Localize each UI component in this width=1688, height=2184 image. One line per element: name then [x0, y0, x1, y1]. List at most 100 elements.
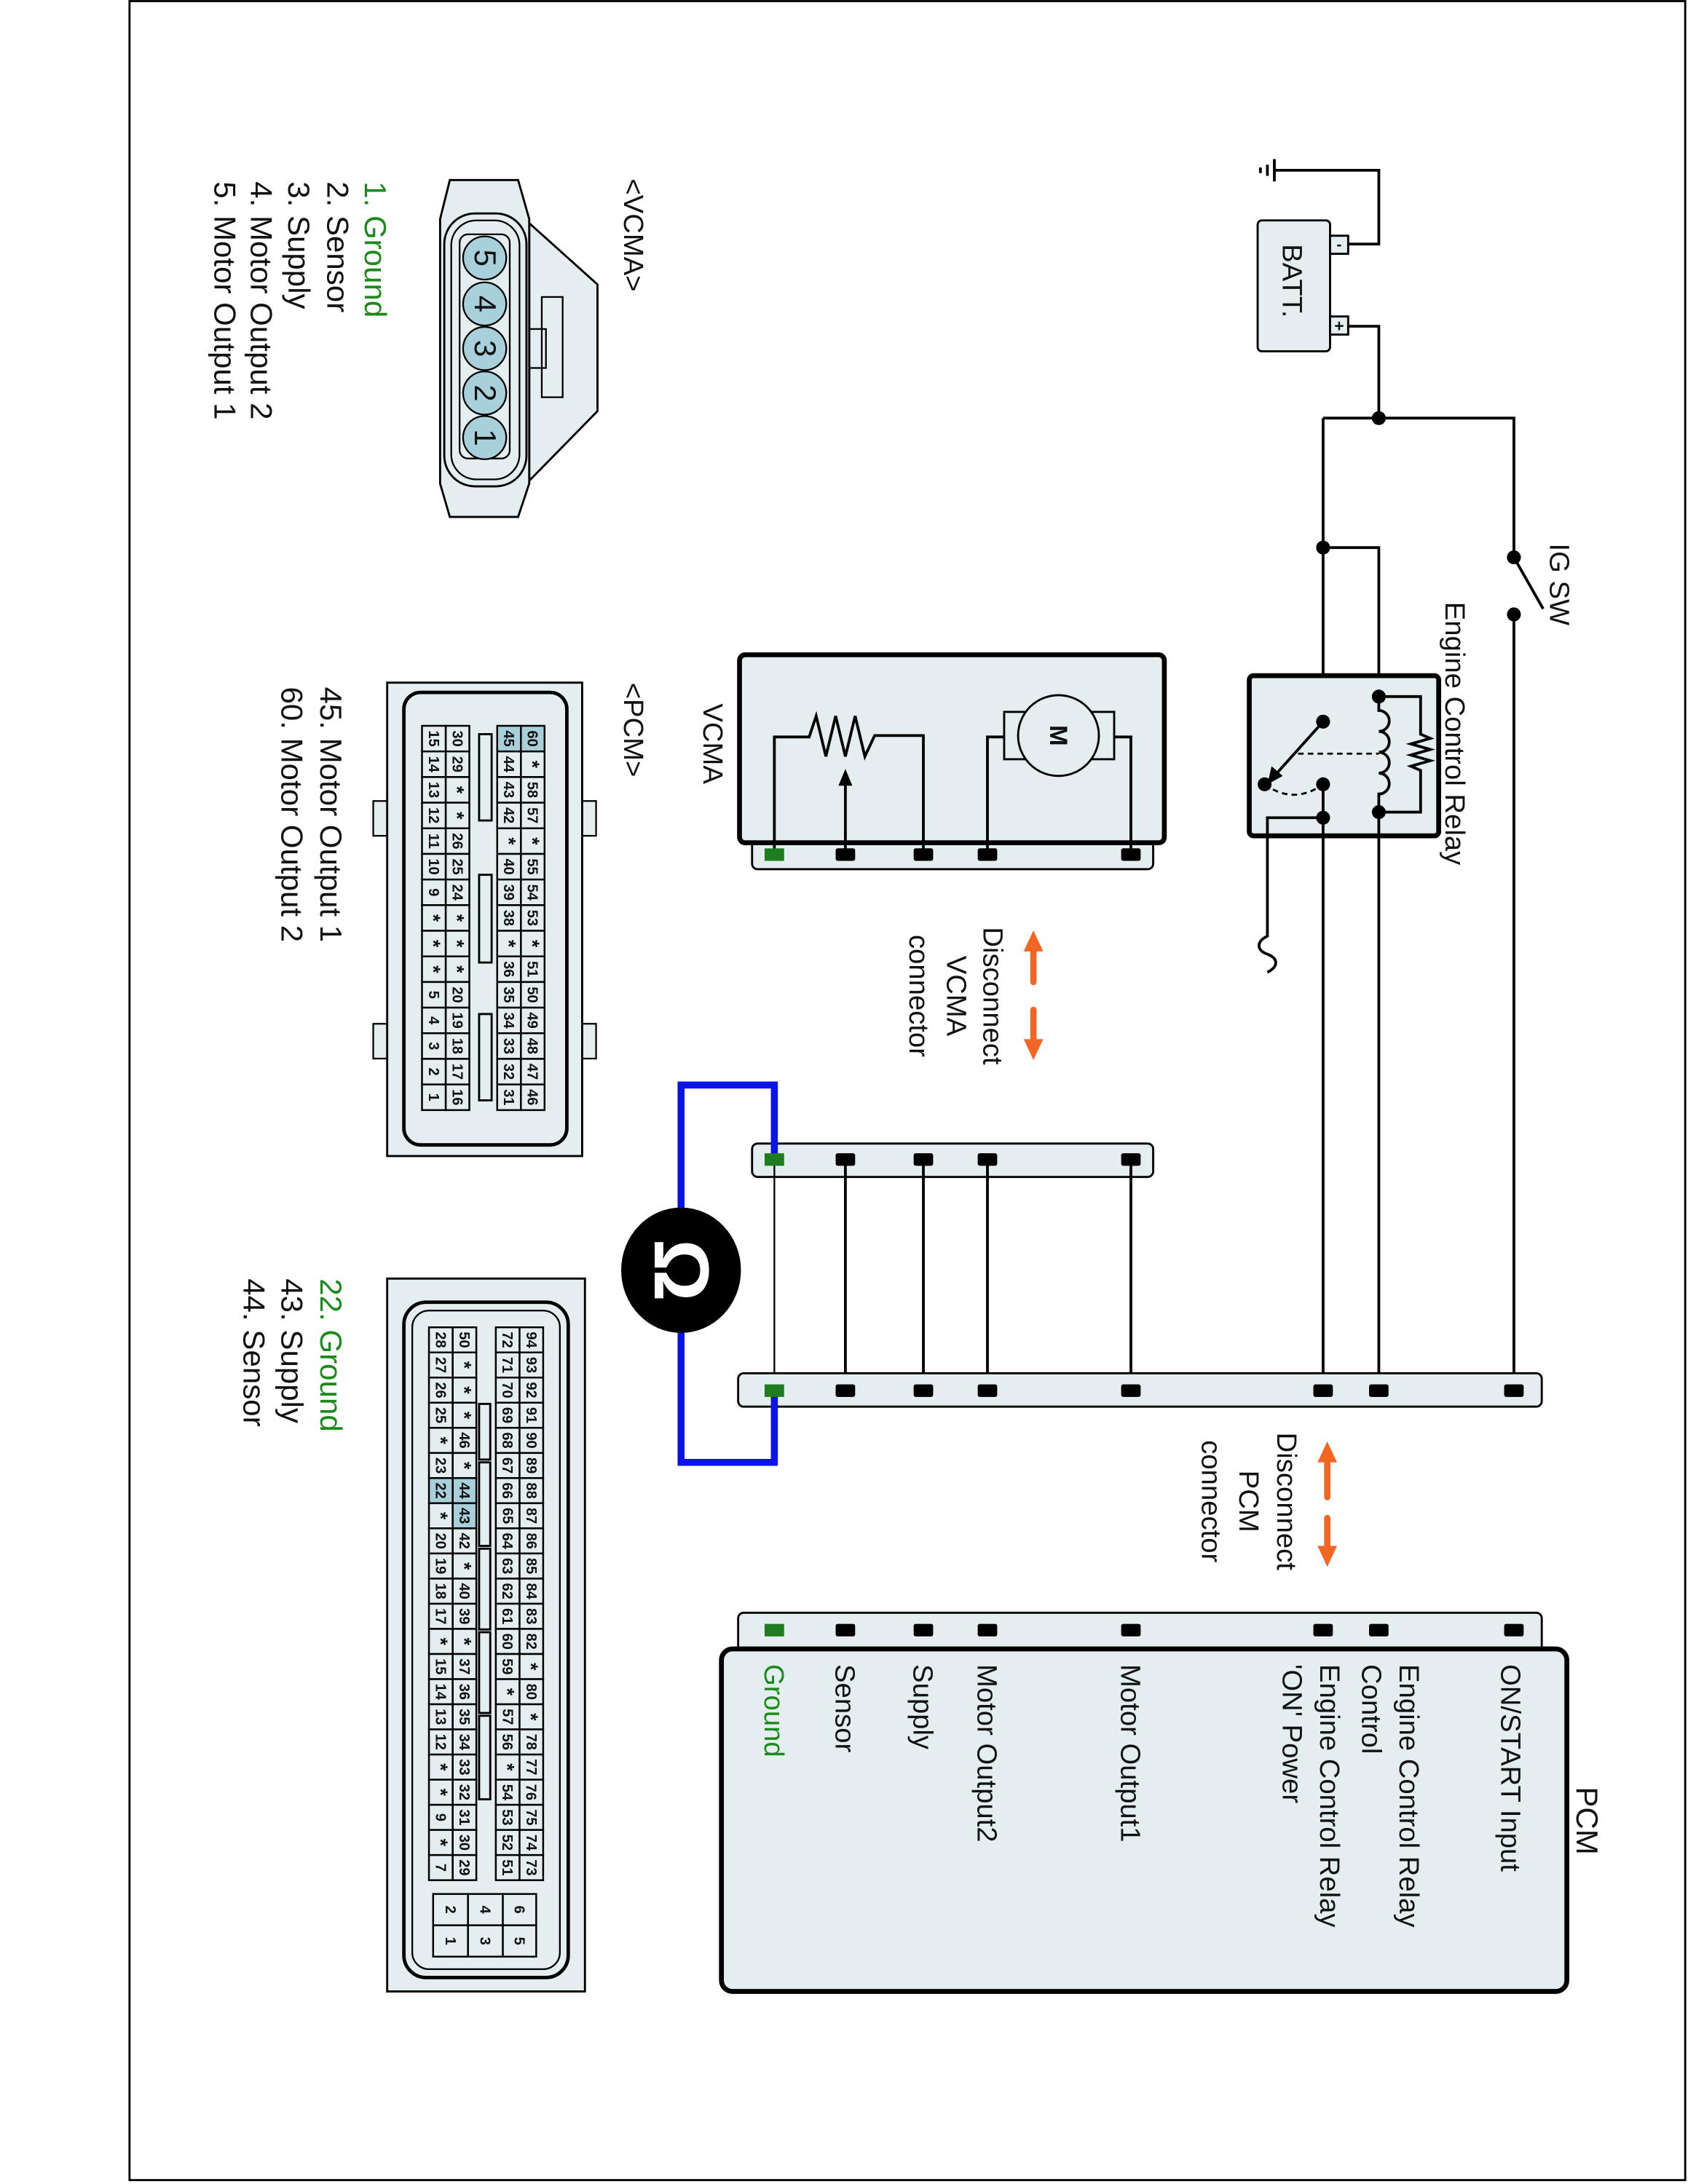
pin-cell: 78 — [518, 1728, 545, 1756]
pin-number: 3 — [425, 1042, 441, 1050]
pin-number: 19 — [449, 1013, 465, 1029]
pin-cell: 24 — [444, 878, 470, 906]
pin-cell: 31 — [496, 1083, 522, 1112]
pin-number: 33 — [456, 1759, 472, 1775]
relay-output-branch-wire — [1258, 816, 1323, 974]
page-frame — [128, 0, 1687, 2182]
pin-cell: 17 — [444, 1058, 470, 1085]
pin-number: * — [422, 940, 444, 948]
aux-pin-cell: 1 — [432, 1924, 469, 1958]
ig-switch-label: IG SW — [1544, 543, 1575, 625]
pin-number: * — [453, 1638, 475, 1646]
pin-number: * — [521, 837, 543, 845]
legend-item: 5. Motor Output 1 — [208, 181, 242, 419]
pin-number: 89 — [523, 1457, 539, 1473]
pin-number: 9 — [432, 1813, 448, 1821]
pin-cell: 43 — [496, 776, 522, 804]
pin-cell: * — [427, 1779, 454, 1806]
pin-number: 24 — [449, 885, 465, 901]
pin-number: 23 — [432, 1457, 448, 1473]
pin-number: 64 — [499, 1532, 515, 1549]
legend-item: 3. Supply — [282, 181, 316, 309]
pin-number: 73 — [523, 1859, 539, 1875]
disconnect-arrows-icon — [1023, 930, 1044, 1061]
pin-cell: 37 — [451, 1653, 478, 1680]
pin-number: 77 — [523, 1759, 539, 1775]
pin-cell: 35 — [451, 1703, 478, 1730]
relay-coil-feed-wire — [1322, 546, 1381, 697]
pin-number: 14 — [432, 1684, 448, 1701]
pin-cell: 33 — [496, 1032, 522, 1060]
pin-cell: 25 — [427, 1401, 454, 1429]
pin-number: 25 — [449, 858, 465, 874]
pin-cell: 29 — [451, 1853, 478, 1881]
pin-cell: 5 — [421, 981, 447, 1009]
pin-cell: 29 — [444, 750, 470, 778]
pin-cell: 39 — [451, 1602, 478, 1630]
pin-cell: 27 — [427, 1351, 454, 1379]
pin-cell: * — [444, 930, 470, 957]
pin-cell: 14 — [427, 1678, 454, 1706]
battery-label: BATT. — [1276, 244, 1307, 317]
pin-number: 74 — [523, 1835, 539, 1851]
pin-number: 16 — [449, 1089, 465, 1105]
pin-cell: * — [444, 955, 470, 984]
pin-cell: 51 — [520, 955, 546, 984]
pin-number: 91 — [523, 1407, 539, 1423]
pin-number: 82 — [523, 1634, 539, 1650]
pin-number: 28 — [432, 1332, 448, 1348]
pin-cell: 47 — [520, 1058, 546, 1085]
vcma-pin: 4 — [462, 281, 508, 327]
pin-number: 35 — [500, 986, 516, 1002]
pin-number: 26 — [449, 833, 465, 849]
pin-number: 92 — [523, 1382, 539, 1398]
pin-number: 49 — [524, 1013, 540, 1029]
vcma-pin-number: 5 — [468, 250, 502, 266]
pin-number: 94 — [523, 1332, 539, 1348]
supply-bus — [1322, 416, 1515, 558]
pin-number: 1 — [425, 1093, 441, 1101]
pin-cell: 4 — [421, 1006, 447, 1034]
pin-number: 39 — [456, 1608, 472, 1624]
pin-number: * — [446, 786, 468, 794]
pin-cell: 17 — [427, 1602, 454, 1630]
pin-cell: 1 — [421, 1083, 447, 1112]
pin-cell: * — [451, 1452, 478, 1479]
pin-number: * — [453, 1462, 475, 1470]
pcm-pin-relay-power: Engine Control Relay — [1314, 1664, 1345, 1928]
pin-cell: 36 — [451, 1678, 478, 1706]
pin-number: 52 — [499, 1835, 515, 1851]
pin-cell: 19 — [444, 1006, 470, 1034]
pin-cell: 56 — [494, 1728, 521, 1756]
aux-pin-cell: 2 — [432, 1893, 469, 1926]
pin-number: * — [430, 1638, 451, 1646]
pin-cell: 11 — [421, 827, 447, 855]
pin-cell: 80 — [518, 1678, 545, 1706]
pin-number: 60 — [499, 1634, 515, 1650]
pin-cell: * — [451, 1401, 478, 1429]
disconnect-vcma-text: VCMA — [941, 956, 972, 1037]
pin-number: 39 — [500, 885, 516, 901]
pin-cell: 90 — [518, 1427, 545, 1455]
aux-pin-cell: 3 — [467, 1924, 504, 1958]
pin-number: 58 — [524, 782, 540, 798]
ohmmeter-symbol: Ω — [638, 1239, 725, 1302]
pin-cell: 54 — [520, 878, 546, 906]
pin-number: 46 — [524, 1089, 540, 1105]
pin-number: 3 — [477, 1937, 493, 1945]
vcma-pin: 3 — [462, 325, 508, 371]
pin-cell: 36 — [496, 955, 522, 984]
pin-number: 50 — [524, 986, 540, 1002]
pin-number: * — [430, 1763, 451, 1771]
pin-cell: * — [427, 1829, 454, 1856]
ignition-switch — [1507, 550, 1545, 622]
pin-cell: 53 — [520, 904, 546, 932]
pin-cell: 68 — [494, 1427, 521, 1455]
pin-cell: 20 — [444, 981, 470, 1009]
pcm-pin-motor-output1: Motor Output1 — [1115, 1664, 1146, 1843]
pin-number: 30 — [449, 730, 465, 746]
pin-cell: * — [496, 827, 522, 855]
pin-cell: 12 — [421, 802, 447, 830]
disconnect-vcma-text: Disconnect — [977, 927, 1008, 1065]
pin-number: 22 — [432, 1482, 448, 1498]
